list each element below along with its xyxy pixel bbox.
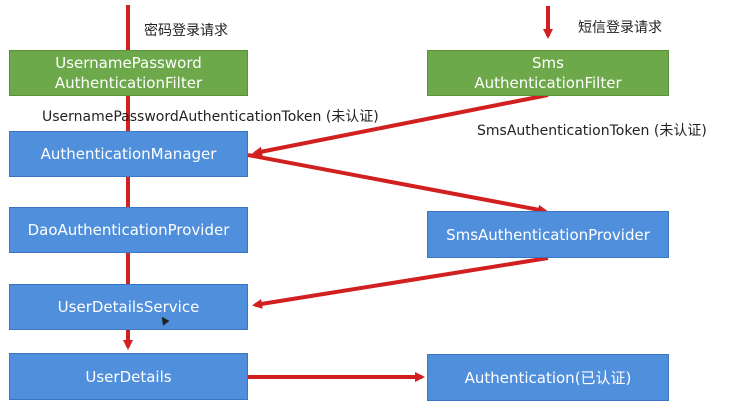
sms-authentication-provider-box: SmsAuthenticationProvider [427, 211, 669, 258]
user-details-service-box: UserDetailsService [9, 284, 248, 330]
authentication-manager-box: AuthenticationManager [9, 131, 248, 177]
sms-token-label: SmsAuthenticationToken (未认证) [477, 123, 707, 139]
username-password-filter-box: UsernamePassword AuthenticationFilter [9, 50, 248, 96]
sms-provider-to-user-details-service-arrow [252, 256, 549, 309]
authentication-box: Authentication(已认证) [427, 354, 669, 401]
password-login-request-label: 密码登录请求 [144, 23, 228, 39]
dao-authentication-provider-box: DaoAuthenticationProvider [9, 207, 248, 253]
sms-filter-to-manager-arrow [252, 93, 549, 157]
sms-filter-box: Sms AuthenticationFilter [427, 50, 669, 96]
username-token-label: UsernamePasswordAuthenticationToken (未认证… [42, 109, 379, 125]
sms-login-request-label: 短信登录请求 [578, 20, 662, 36]
manager-to-sms-provider-arrow [247, 153, 548, 215]
user-details-box: UserDetails [9, 353, 248, 400]
